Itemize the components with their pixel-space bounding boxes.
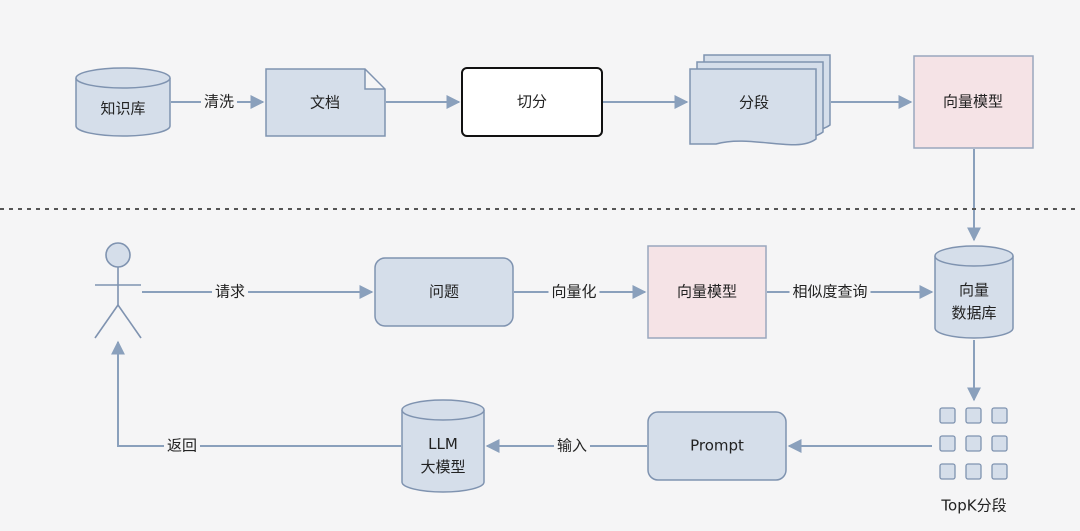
- node-vector-db: 向量 数据库: [951, 280, 997, 322]
- node-knowledge-base: 知识库: [100, 99, 146, 118]
- question-box: [374, 257, 514, 327]
- node-chunk: 切分: [516, 92, 548, 111]
- chunk-box: [461, 67, 603, 137]
- user-figure: [94, 242, 142, 339]
- llm-cylinder: [401, 399, 485, 493]
- embedding-model-top-box: [913, 55, 1034, 149]
- node-embedding-model-top: 向量模型: [942, 92, 1004, 111]
- node-embedding-model-bottom: 向量模型: [676, 282, 738, 301]
- prompt-box: [647, 411, 787, 481]
- node-document: 文档: [309, 93, 341, 112]
- segments-stack: [689, 54, 831, 146]
- vector-db-cylinder: [934, 245, 1014, 339]
- knowledge-base-cylinder: [75, 67, 171, 137]
- edge-label-return: 返回: [163, 434, 201, 458]
- node-prompt: Prompt: [690, 436, 744, 455]
- node-llm: LLM 大模型: [420, 434, 466, 476]
- edge-label-clean: 清洗: [200, 90, 238, 114]
- edge-llm-to-user: [111, 340, 401, 447]
- edge-label-vectorize: 向量化: [548, 280, 600, 304]
- topk-grid: [939, 407, 1008, 480]
- node-segments: 分段: [738, 93, 770, 112]
- document-shape: [265, 68, 386, 137]
- edge-label-input: 输入: [553, 434, 591, 458]
- node-topk-segments: TopK分段: [941, 496, 1007, 515]
- node-question: 问题: [428, 282, 460, 301]
- embedding-model-bottom-box: [647, 245, 767, 339]
- edge-label-request: 请求: [211, 280, 249, 304]
- edge-label-similarity: 相似度查询: [789, 280, 871, 304]
